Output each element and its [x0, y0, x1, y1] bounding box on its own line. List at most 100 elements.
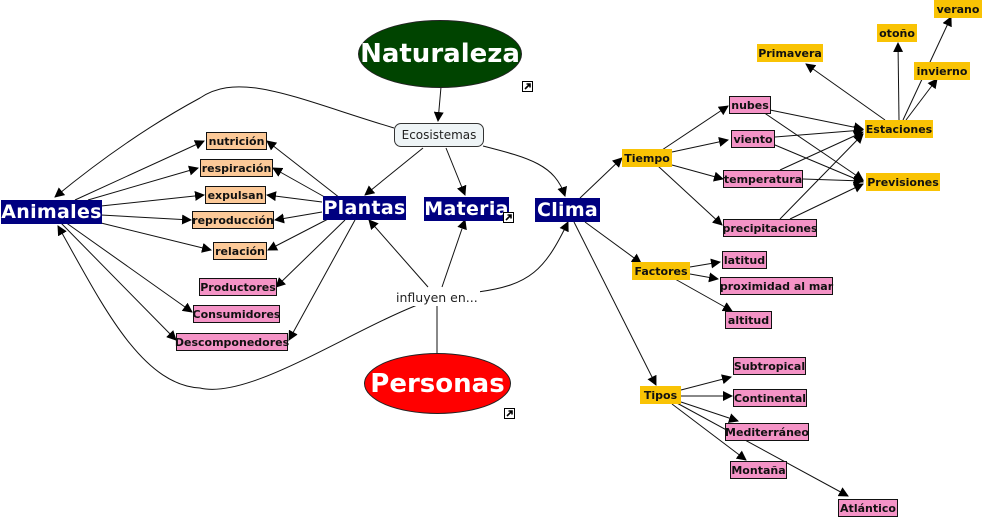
edge-ecosistemas-animales	[54, 86, 395, 198]
concept-nutricion[interactable]: nutrición	[206, 132, 267, 150]
concept-label: reproducción	[192, 213, 274, 227]
edge-plantas-reproduccion	[274, 211, 323, 224]
concept-label: respiración	[201, 161, 272, 175]
edge-nubes-estaciones	[769, 109, 864, 133]
concept-viento[interactable]: viento	[731, 130, 775, 148]
concept-proximidad-al-mar[interactable]: proximidad al mar	[720, 277, 833, 295]
concept-consumidores[interactable]: Consumidores	[193, 305, 280, 323]
edge-precipitaciones-previsiones	[789, 183, 864, 220]
concept-label: verano	[936, 2, 980, 16]
concept-estaciones[interactable]: Estaciones	[865, 120, 933, 138]
concept-precipitaciones[interactable]: precipitaciones	[722, 219, 818, 237]
concept-ecosistemas[interactable]: Ecosistemas	[394, 123, 484, 147]
concept-naturaleza-label: Naturaleza	[360, 39, 520, 69]
edge-influyen-materia	[441, 219, 467, 288]
edge-clima-tiempo	[579, 157, 623, 199]
concept-descomponedores[interactable]: Descomponedores	[174, 333, 290, 351]
concept-previsiones[interactable]: Previsiones	[866, 173, 940, 191]
link-icon[interactable]	[503, 212, 514, 223]
edge-plantas-relacion	[267, 217, 331, 251]
concept-label: invierno	[916, 64, 968, 78]
concept-otono[interactable]: otoño	[877, 24, 917, 42]
edge-influyen-plantas	[368, 219, 429, 288]
concept-materia-label: Materia	[424, 198, 509, 220]
edge-viento-previsiones	[774, 144, 864, 184]
edge-plantas-nutricion	[266, 140, 341, 199]
concept-label: proximidad al mar	[719, 279, 834, 293]
concept-atlantico[interactable]: Atlántico	[838, 499, 898, 517]
edge-temperatura-estaciones	[779, 131, 864, 171]
linking-phrase-label: influyen en...	[396, 289, 478, 305]
concept-expulsan[interactable]: expulsan	[205, 186, 266, 204]
edge-clima-factores	[584, 221, 642, 264]
concept-montana[interactable]: Montaña	[730, 461, 787, 479]
concept-animales[interactable]: Animales	[1, 200, 102, 224]
edge-tipos-mediterraneo	[680, 401, 739, 423]
concept-label: relación	[215, 244, 265, 258]
edge-tiempo-viento	[671, 136, 729, 153]
edge-ecosistemas-clima	[482, 145, 567, 197]
edge-animales-relacion	[100, 222, 212, 253]
concept-mediterraneo[interactable]: Mediterráneo	[725, 423, 809, 441]
edge-ecosistemas-materia	[445, 147, 467, 196]
concept-label: precipitaciones	[722, 221, 818, 235]
concept-label: viento	[733, 132, 773, 146]
edge-plantas-expulsan	[266, 191, 323, 203]
concept-latitud[interactable]: latitud	[722, 251, 767, 269]
concept-label: altitud	[727, 313, 770, 327]
edge-tipos-montana	[671, 403, 747, 461]
concept-plantas[interactable]: Plantas	[323, 196, 406, 220]
edge-tiempo-precipitaciones	[657, 165, 723, 226]
concept-ecosistemas-label: Ecosistemas	[401, 128, 477, 142]
concept-naturaleza[interactable]: Naturaleza	[358, 20, 522, 88]
concept-label: Mediterráneo	[725, 425, 809, 439]
link-icon[interactable]	[504, 408, 515, 419]
concept-clima[interactable]: Clima	[535, 198, 600, 222]
linking-phrase-influyen: influyen en...	[394, 288, 480, 306]
concept-personas-label: Personas	[370, 368, 505, 399]
edge-factores-latitud	[689, 258, 721, 269]
concept-altitud[interactable]: altitud	[725, 311, 772, 329]
concept-nubes[interactable]: nubes	[729, 96, 771, 114]
edge-factores-altitud	[674, 278, 733, 312]
concept-productores[interactable]: Productores	[199, 278, 277, 296]
edge-influyen-animales	[57, 225, 426, 390]
concept-label: Factores	[634, 264, 688, 278]
concept-label: Descomponedores	[174, 335, 290, 349]
concept-subtropical[interactable]: Subtropical	[733, 357, 806, 375]
concept-label: Primavera	[758, 46, 822, 60]
edge-tipos-atlantico	[674, 401, 849, 497]
concept-label: Estaciones	[865, 122, 933, 136]
edge-plantas-productores	[275, 219, 346, 288]
edge-clima-tipos	[573, 221, 657, 386]
link-icon[interactable]	[522, 81, 533, 92]
edge-tiempo-temperatura	[671, 164, 724, 182]
edge-estaciones-otono	[893, 42, 904, 121]
concept-tipos[interactable]: Tipos	[640, 386, 681, 404]
edge-precipitaciones-estaciones	[779, 133, 864, 220]
concept-primavera[interactable]: Primavera	[757, 44, 823, 62]
edge-animales-consumidores	[64, 221, 193, 313]
concept-animales-label: Animales	[1, 201, 102, 223]
concept-verano[interactable]: verano	[934, 0, 982, 18]
concept-temperatura[interactable]: temperatura	[723, 170, 803, 188]
concept-reproduccion[interactable]: reproducción	[192, 211, 274, 229]
concept-label: Tiempo	[624, 151, 670, 165]
edge-viento-estaciones	[774, 125, 864, 138]
concept-label: Atlántico	[840, 501, 896, 515]
concept-respiracion[interactable]: respiración	[200, 159, 273, 177]
concept-label: Consumidores	[192, 307, 281, 321]
edge-tiempo-nubes	[661, 105, 729, 151]
concept-label: Continental	[733, 391, 807, 405]
concept-relacion[interactable]: relación	[213, 242, 267, 260]
concept-invierno[interactable]: invierno	[914, 62, 970, 80]
concept-continental[interactable]: Continental	[733, 389, 807, 407]
concept-label: otoño	[879, 26, 915, 40]
concept-materia[interactable]: Materia	[424, 197, 509, 221]
concept-tiempo[interactable]: Tiempo	[622, 149, 672, 167]
edge-plantas-descomponedores	[288, 219, 356, 341]
concept-factores[interactable]: Factores	[632, 262, 690, 280]
concept-personas[interactable]: Personas	[364, 353, 511, 414]
edge-animales-descomponedores	[59, 221, 177, 341]
